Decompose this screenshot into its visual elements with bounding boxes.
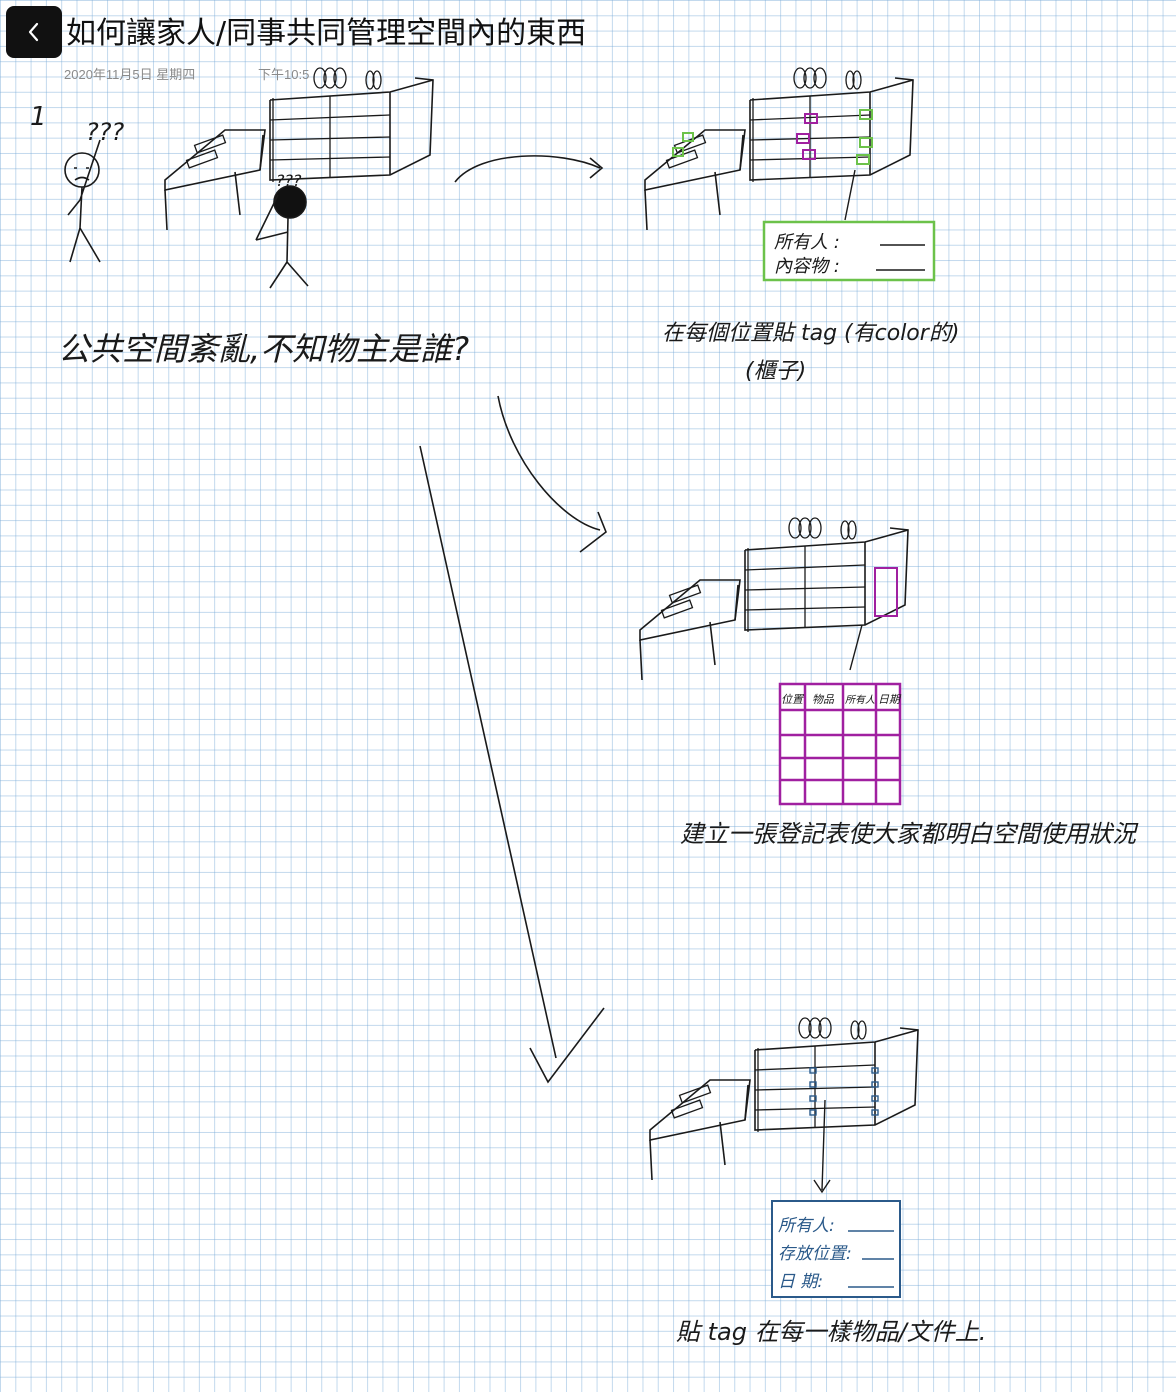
back-button[interactable] [6,6,62,58]
tagged-items-sketch [649,1017,919,1194]
confused-marks-2: ??? [276,171,302,190]
solution3-caption: 貼 tag 在每一樣物品/文件上. [676,1318,986,1346]
arrow-to-solution-3 [419,445,605,1084]
item-tag-owner-row: 所有人: [778,1216,835,1236]
register-header-owner: 所有人 [845,694,875,706]
register-table-headers: 位置 物品 所有人 日期 [781,693,902,706]
owner-tag-card: 所有人 : 內容物 : [762,220,936,282]
register-header-date: 日期 [878,693,902,706]
register-header-location: 位置 [781,693,805,706]
register-header-item: 物品 [812,693,835,706]
note-date: 2020年11月5日 星期四 [64,67,196,82]
page-title: 如何讓家人/同事共同管理空間內的東西 [66,16,587,51]
arrow-to-solution-1 [454,155,604,183]
solution2-caption: 建立一張登記表使大家都明白空間使用狀況 [680,820,1139,848]
register-table [778,682,902,806]
confused-person-2 [255,185,309,289]
tag-card-owner-row: 所有人 : [774,232,840,253]
item-tag-date-row: 日 期: [778,1272,823,1292]
arrow-to-solution-2 [497,395,607,553]
problem-caption: 公共空間紊亂,不知物主是誰? [58,330,469,368]
confused-marks-1: ??? [86,118,124,146]
tagged-cabinet-sketch [644,67,914,231]
note-time: 下午10:5 [258,67,310,82]
item-tag-card: 所有人: 存放位置: 日 期: [771,1200,901,1298]
cabinet-with-register-sketch [639,517,909,681]
chevron-left-icon [28,22,39,42]
solution1-caption-sub: (櫃子) [745,359,806,384]
step-marker: 1 [30,102,47,132]
solution1-caption: 在每個位置貼 tag (有color的) [662,321,959,346]
item-tag-location-row: 存放位置: [778,1244,852,1264]
tag-card-contents-row: 內容物 : [774,256,840,277]
confused-person-1 [64,139,101,263]
